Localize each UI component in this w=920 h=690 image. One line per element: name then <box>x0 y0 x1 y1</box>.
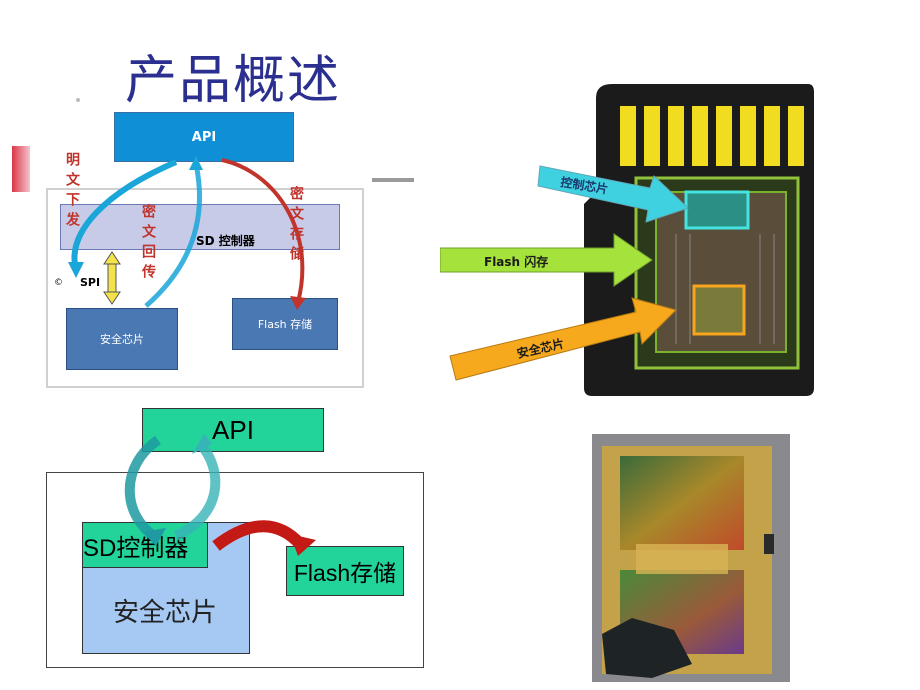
spi-label: SPI <box>80 276 101 289</box>
accent-line <box>372 178 414 182</box>
sd-controller-label: SD 控制器 <box>196 234 255 248</box>
api-box: API <box>114 112 294 162</box>
api-box: API <box>142 408 324 452</box>
flash-storage-box: Flash存储 <box>286 546 404 596</box>
sd-card-photo: 控制芯片 Flash 闪存 安全芯片 <box>440 84 814 396</box>
flow-arrows <box>68 156 306 310</box>
decor-dot <box>76 98 80 102</box>
architecture-diagram-simple: API 安全芯片 SD控制器 Flash存储 <box>46 406 426 670</box>
copyright-mark: © <box>54 278 63 288</box>
page-title: 产品概述 <box>125 51 342 111</box>
ciphertext-back-label: 密文回传 <box>140 204 156 284</box>
secure-chip-label: 安全芯片 <box>112 598 217 628</box>
flash-storage-box: Flash 存储 <box>232 298 338 350</box>
ciphertext-store-label: 密文存储 <box>288 186 304 266</box>
flow-arrows <box>124 434 316 556</box>
controller-callout: 控制芯片 <box>560 174 610 196</box>
flash-callout: Flash 闪存 <box>484 254 548 269</box>
secure-chip-box: 安全芯片 <box>66 308 178 370</box>
architecture-diagram-detailed: SD 控制器 API 安全芯片 Flash 存储 SPI © 明文下发 密文回传… <box>46 112 364 388</box>
plaintext-down-label: 明文下发 <box>64 152 80 232</box>
flash-die-photo <box>592 434 790 682</box>
accent-bar <box>12 146 30 192</box>
